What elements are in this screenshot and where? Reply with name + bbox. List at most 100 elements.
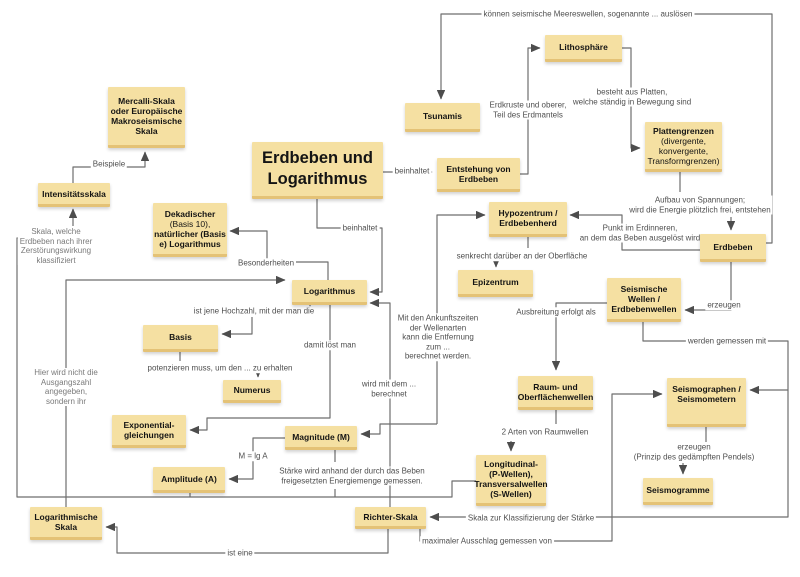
edge-label-beinhaltet-1: beinhaltet [392, 166, 432, 176]
edge-label-line: klassifiziert [36, 255, 76, 265]
note-magnitude[interactable]: Magnitude (M) [285, 426, 357, 450]
note-numerus[interactable]: Numerus [223, 380, 281, 403]
edge-label-line: angegeben, [44, 387, 88, 396]
edge-label-koennen-ausloesen: können seismische Meereswellen, sogenann… [481, 9, 695, 19]
edge-label-erzeugen-2: erzeugen(Prinzip des gedämpften Pendels) [631, 442, 757, 462]
edge-label-line: 2 Arten von Raumwellen [501, 427, 589, 437]
connector-entfernung-magnitude [360, 423, 437, 439]
note-text-line: Dekadischer [164, 208, 216, 219]
edge-label-zwei-arten: 2 Arten von Raumwellen [499, 427, 591, 437]
note-text-line: Plattengrenzen [653, 125, 714, 136]
note-lithosphaere[interactable]: Lithosphäre [545, 35, 622, 62]
connector-richter-logskala [105, 522, 389, 554]
note-text-line: Logarithmus [303, 286, 356, 296]
note-richter-skala[interactable]: Richter-Skala [355, 507, 426, 529]
note-longitudinal-transversalwellen[interactable]: Longitudinal-(P-Wellen),Transversalwelle… [474, 455, 548, 506]
edge-label-line: ist jene Hochzahl, mit der man die [193, 306, 315, 316]
edge-label-line: Teil des Erdmantels [493, 110, 563, 119]
note-exponentialgleichungen[interactable]: Exponential-gleichungen [112, 415, 186, 448]
edge-label-m-gleich-lg-a: M = lg A [236, 451, 270, 461]
note-tsunamis[interactable]: Tsunamis [405, 103, 480, 132]
connector-hochzahl-basis [221, 317, 253, 339]
edge-label-line: Hier wird nicht die [34, 368, 98, 377]
edge-label-line: sondern ihr [45, 396, 87, 406]
note-text-line: Skala [135, 126, 158, 136]
edge-label-line: Stärke wird anhand der durch das Beben [279, 466, 425, 476]
connector-titel-logarithmus [316, 199, 383, 297]
note-text-line: Numerus [233, 385, 271, 395]
edge-label-line: damit löst man [303, 340, 357, 350]
edge-label-line: beinhaltet [394, 166, 430, 176]
note-text-line: Entstehung von [446, 163, 511, 174]
edge-label-line: Beispiele [92, 159, 126, 169]
edge-label-line: erzeugen [677, 442, 711, 452]
connector-erdbeben-seismische [684, 262, 732, 315]
edge-label-line: an dem das Beben ausgelöst wird [579, 233, 701, 242]
edge-label-line: erzeugen [707, 300, 741, 310]
note-amplitude[interactable]: Amplitude (A) [153, 467, 225, 493]
edge-label-line: zum ... [425, 341, 450, 351]
note-erdbeben[interactable]: Erdbeben [700, 234, 766, 262]
note-plattengrenzen[interactable]: Plattengrenzen(divergente,konvergente,Tr… [645, 122, 722, 172]
note-logarithmus[interactable]: Logarithmus [292, 280, 367, 305]
edge-label-line: können seismische Meereswellen, sogenann… [483, 9, 693, 19]
note-text-line: Exponential- [123, 420, 175, 430]
edge-label-line: ist eine [227, 548, 253, 558]
edge-label-line: wird mit dem ... [361, 379, 417, 389]
note-text-line: Erdbeben [713, 241, 753, 252]
edge-label-line: berechnet [371, 389, 407, 398]
note-text-line: Seismometern [677, 394, 736, 404]
note-text-line: Raum- und [533, 381, 578, 392]
note-text-line: Skala [54, 522, 78, 532]
note-text-line: Tsunamis [422, 111, 463, 121]
edge-label-line: Zerstörungswirkung [20, 246, 92, 255]
note-text-line: Erdbebenherd [499, 218, 557, 228]
edge-label-besonderheiten: Besonderheiten [235, 258, 297, 268]
note-text-line: Wellen / [628, 293, 660, 304]
edge-label-erdkruste: Erdkruste und oberer,Teil des Erdmantels [487, 100, 569, 120]
edge-label-line: Skala zur Klassifizierung der Stärke [467, 513, 595, 523]
note-hypozentrum[interactable]: Hypozentrum /Erdbebenherd [489, 202, 567, 237]
edge-label-line: potenzieren muss, um den ... zu erhalten [147, 363, 293, 373]
note-text-line: Richter-Skala [363, 511, 418, 522]
note-basis[interactable]: Basis [143, 325, 218, 352]
edge-label-damit-loest-man: damit löst man [301, 340, 359, 350]
note-text-line: Magnitude (M) [292, 431, 350, 442]
note-seismogramme[interactable]: Seismogramme [643, 478, 713, 505]
edge-label-ausbreitung: Ausbreitung erfolgt als [514, 307, 598, 317]
edge-label-line: (Prinzip des gedämpften Pendels) [633, 452, 755, 461]
note-text-line: Basis [169, 332, 192, 342]
note-text-line: Makroseismische [111, 116, 182, 126]
note-text-line: Seismographen / [672, 384, 741, 394]
edge-label-line: beinhaltet [342, 223, 378, 233]
note-text-line: Lithosphäre [559, 42, 608, 52]
connector-logskala-logarithmus [65, 275, 286, 507]
edge-label-line: Ausgangszahl [40, 377, 92, 387]
note-intensitaetsskala[interactable]: Intensitätsskala [38, 183, 110, 207]
edge-label-skala-zur-klassifizierung: Skala zur Klassifizierung der Stärke [465, 513, 597, 523]
note-text-line: Longitudinal- [484, 459, 538, 469]
edge-label-line: M = lg A [238, 451, 268, 461]
edge-label-line: wird die Energie plötzlich frei, entsteh… [629, 205, 771, 214]
edge-label-line: Besonderheiten [237, 258, 295, 268]
edge-label-line: der Wellenarten [409, 322, 467, 332]
edge-label-line: Aufbau von Spannungen; [654, 195, 746, 205]
edge-label-line: senkrecht darüber an der Oberfläche [456, 251, 588, 261]
note-text-line: Logarithmus [267, 170, 368, 188]
note-seismographen[interactable]: Seismographen /Seismometern [667, 378, 746, 427]
connector-logarithmus-exponential [189, 305, 331, 435]
note-epizentrum[interactable]: Epizentrum [458, 270, 533, 297]
note-dekadischer-logarithmus[interactable]: Dekadischer(Basis 10),natürlicher (Basis… [153, 203, 227, 257]
connector-logarithmus-dekadischer [229, 226, 329, 280]
edge-label-line: Punkt im Erdinneren, [602, 223, 678, 233]
connector-richter-seismographen [419, 389, 663, 542]
